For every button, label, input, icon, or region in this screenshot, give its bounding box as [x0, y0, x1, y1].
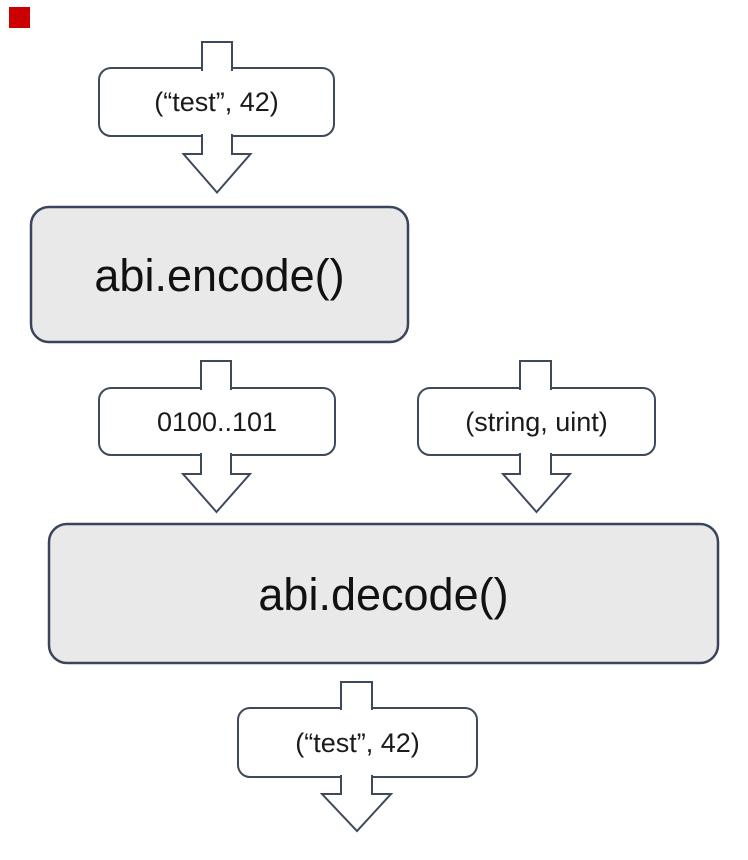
node-input-label: (“test”, 42) — [154, 87, 279, 117]
node-encoded-bytes-label: 0100..101 — [157, 407, 277, 437]
red-marker-square — [9, 7, 30, 28]
node-decode-box — [47, 522, 720, 665]
arrow-input-to-encode-icon — [181, 134, 253, 195]
node-type-spec-label: (string, uint) — [465, 407, 608, 437]
arrow-type-spec-to-decode-icon — [500, 453, 573, 514]
node-encode-label: abi.encode() — [94, 250, 344, 301]
node-output-label: (“test”, 42) — [295, 728, 420, 758]
arrow-decode-to-output-icon — [340, 681, 373, 710]
node-encode-box — [29, 205, 410, 344]
arrow-start-to-type-spec-icon — [519, 360, 552, 390]
arrow-encode-to-bytes-icon — [200, 360, 232, 390]
arrow-start-to-input-icon — [201, 41, 233, 71]
arrow-output-to-end-icon — [319, 775, 394, 833]
arrow-bytes-to-decode-icon — [180, 453, 253, 514]
node-decode-label: abi.decode() — [258, 569, 508, 620]
